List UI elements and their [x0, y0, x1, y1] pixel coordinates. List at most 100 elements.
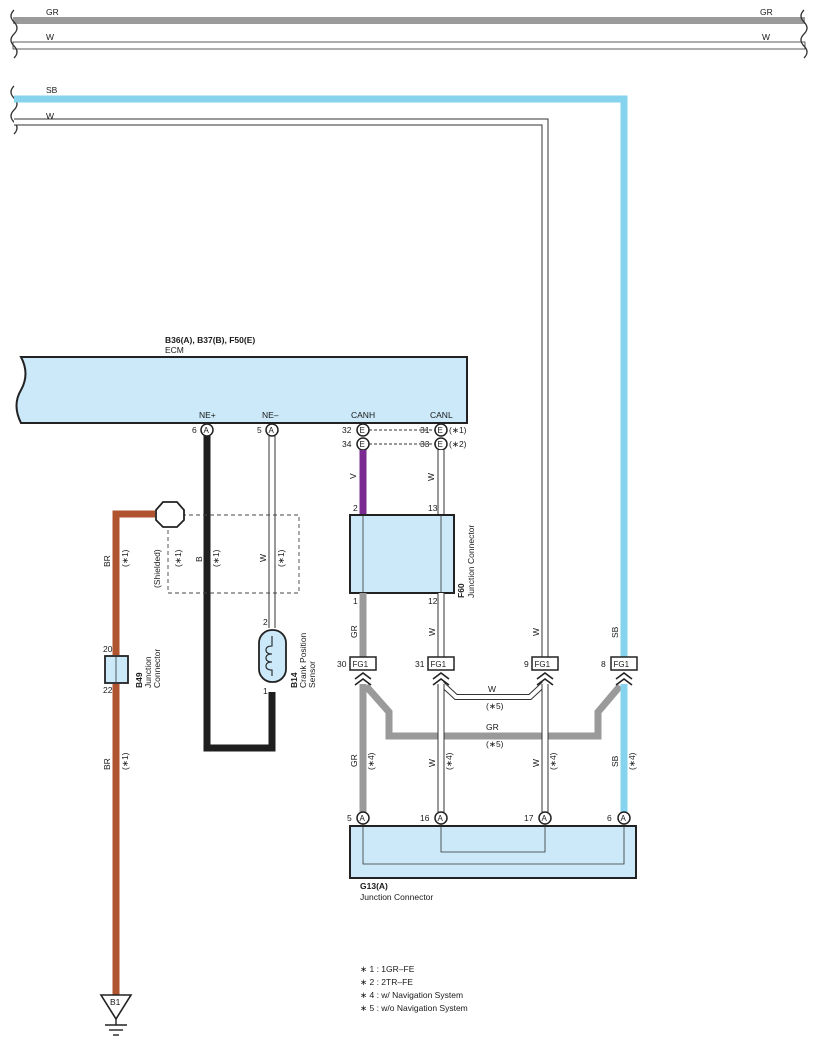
wire-label-w-left: W	[46, 32, 54, 42]
svg-text:Crank Position: Crank Position	[298, 632, 308, 688]
wire-canl-w: W	[426, 450, 445, 515]
pin-canl-1: 31	[420, 425, 430, 435]
svg-text:(∗5): (∗5)	[486, 739, 504, 749]
svg-text:2: 2	[263, 617, 268, 627]
svg-text:BR: BR	[102, 758, 112, 770]
ecm-pin-ne-minus: A 5	[257, 423, 279, 437]
fg1-connector-30: FG1 30	[337, 656, 377, 686]
wire-f60-w: W	[427, 593, 445, 658]
svg-text:A: A	[204, 426, 210, 435]
svg-text:W: W	[488, 684, 496, 694]
svg-text:FG1: FG1	[353, 660, 369, 669]
svg-text:1: 1	[353, 596, 358, 606]
shielded-label: (Shielded)	[152, 549, 162, 588]
ecm-can-pins: E E E E 32 34 31 33 (∗1) (∗2)	[342, 423, 467, 451]
footnotes: ∗ 1 : 1GR–FE ∗ 2 : 2TR–FE ∗ 4 : w/ Navig…	[360, 964, 468, 1013]
svg-text:9: 9	[524, 659, 529, 669]
svg-text:GR: GR	[349, 754, 359, 767]
wire-ne-plus-b	[203, 436, 276, 752]
note-4: ∗ 4 : w/ Navigation System	[360, 990, 463, 1000]
svg-text:BR: BR	[102, 555, 112, 567]
svg-text:FG1: FG1	[535, 660, 551, 669]
note-canl-1: (∗1)	[449, 425, 467, 435]
f60-junction-connector: 2 13 1 12 F60 Junction Connector	[349, 503, 476, 606]
pin-canh-2: 34	[342, 439, 352, 449]
ecm-term-canh: CANH	[351, 410, 375, 420]
svg-text:(∗1): (∗1)	[211, 549, 221, 567]
fg1-connector-8: FG1 8	[601, 656, 638, 686]
svg-text:2: 2	[353, 503, 358, 513]
svg-text:30: 30	[337, 659, 347, 669]
crank-position-sensor: 2 1 B14 Crank Position Sensor	[258, 617, 317, 696]
shield-group: (Shielded) (∗1) B (∗1) W (∗1)	[152, 514, 300, 594]
svg-text:(∗5): (∗5)	[486, 701, 504, 711]
wire-label-gr-left: GR	[46, 7, 59, 17]
wire-label-w2: W	[46, 111, 54, 121]
g13-code: G13(A)	[360, 881, 388, 891]
svg-text:FG1: FG1	[431, 660, 447, 669]
svg-text:W: W	[531, 759, 541, 767]
lower-wires: GR (∗4) W (∗4) W (∗4) SB (∗4)	[349, 684, 637, 812]
svg-text:20: 20	[103, 644, 113, 654]
svg-text:W: W	[427, 628, 437, 636]
svg-text:B1: B1	[110, 997, 121, 1007]
f60-name: Junction Connector	[466, 525, 476, 598]
svg-text:(∗4): (∗4)	[548, 752, 558, 770]
svg-text:A: A	[438, 814, 444, 823]
ecm-term-canl: CANL	[430, 410, 453, 420]
wire-sb: SB	[14, 85, 628, 660]
svg-text:V: V	[348, 473, 358, 479]
cross-wire-gr: GR (∗5)	[363, 683, 623, 749]
ecm-name: ECM	[165, 345, 184, 355]
ecm-term-ne-minus: NE–	[262, 410, 279, 420]
svg-text:W: W	[258, 554, 268, 562]
ecm-box: B36(A), B37(B), F50(E) ECM NE+ NE– CANH …	[15, 335, 468, 424]
note-canl-2: (∗2)	[449, 439, 467, 449]
svg-text:SB: SB	[610, 755, 620, 767]
svg-text:6: 6	[192, 425, 197, 435]
svg-text:SB: SB	[610, 626, 620, 638]
ecm-connectors: B36(A), B37(B), F50(E)	[165, 335, 255, 345]
svg-text:12: 12	[428, 596, 438, 606]
svg-text:A: A	[269, 426, 275, 435]
svg-text:E: E	[438, 440, 443, 449]
svg-text:(∗1): (∗1)	[173, 549, 183, 567]
svg-text:W: W	[427, 759, 437, 767]
svg-text:17: 17	[524, 813, 534, 823]
svg-text:(∗4): (∗4)	[444, 752, 454, 770]
svg-text:6: 6	[607, 813, 612, 823]
fg1-connector-31: FG1 31	[415, 656, 455, 686]
pin-canl-2: 33	[420, 439, 430, 449]
svg-text:(∗1): (∗1)	[120, 752, 130, 770]
svg-text:(∗1): (∗1)	[120, 549, 130, 567]
svg-text:31: 31	[415, 659, 425, 669]
svg-text:8: 8	[601, 659, 606, 669]
svg-text:22: 22	[103, 685, 113, 695]
svg-text:Junction: Junction	[143, 656, 153, 688]
svg-text:E: E	[360, 426, 365, 435]
svg-text:(∗1): (∗1)	[276, 549, 286, 567]
f60-code: F60	[456, 583, 466, 598]
wire-br: BR (∗1) BR (∗1)	[102, 501, 185, 995]
svg-text:W: W	[426, 473, 436, 481]
svg-text:1: 1	[263, 686, 268, 696]
svg-text:GR: GR	[349, 625, 359, 638]
break-marks	[10, 9, 808, 135]
wire-label-gr-right: GR	[760, 7, 773, 17]
shield-ground-point	[155, 501, 185, 528]
svg-text:B14: B14	[289, 672, 299, 688]
svg-text:FG1: FG1	[614, 660, 630, 669]
svg-text:GR: GR	[486, 722, 499, 732]
wire-f60-gr: GR	[349, 593, 367, 658]
svg-text:E: E	[438, 426, 443, 435]
ecm-pin-ne-plus: A 6	[192, 423, 214, 437]
top-wire-w: W W	[12, 32, 806, 50]
b49-junction-connector: 20 22 B49 Junction Connector	[103, 644, 162, 695]
pin-canh-1: 32	[342, 425, 352, 435]
svg-text:5: 5	[257, 425, 262, 435]
svg-text:A: A	[360, 814, 366, 823]
wire-w-top: W	[14, 111, 549, 660]
ecm-term-ne-plus: NE+	[199, 410, 216, 420]
svg-text:W: W	[531, 628, 541, 636]
svg-text:E: E	[360, 440, 365, 449]
